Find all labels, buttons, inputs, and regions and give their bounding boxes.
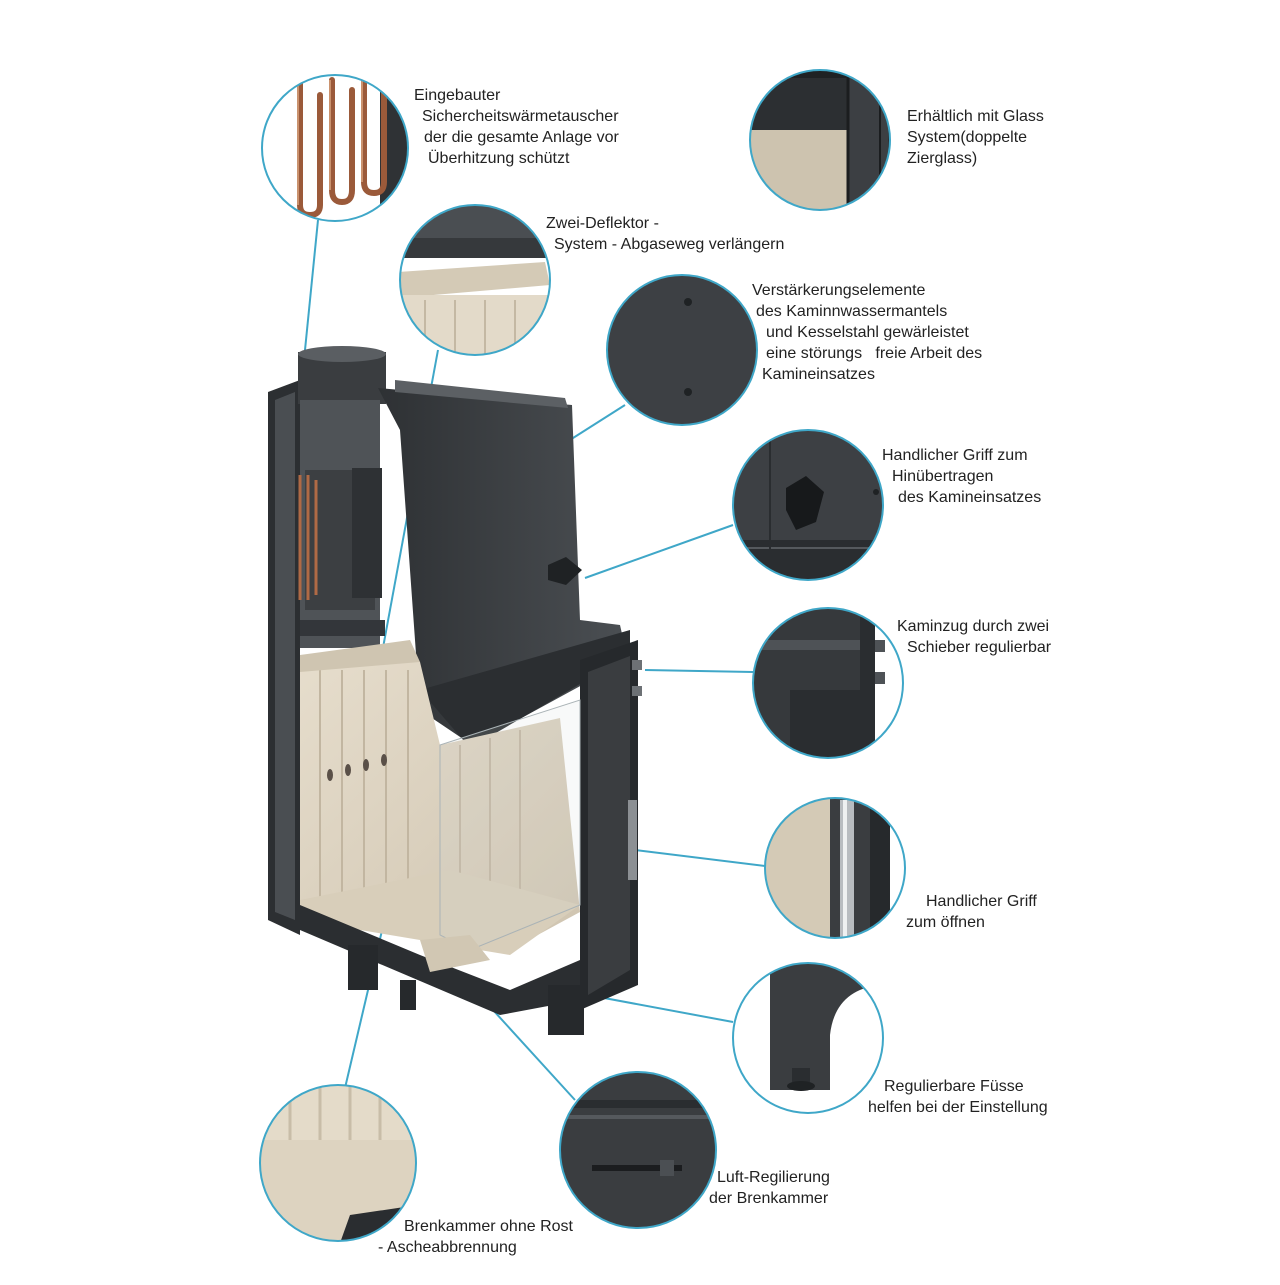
steel-plate-icon	[607, 275, 757, 425]
label-line: der die gesamte Anlage vor	[424, 129, 619, 146]
label-line: Sichercheitswärmetauscher	[422, 108, 619, 125]
label-line: Überhitzung schützt	[428, 150, 570, 167]
label-line: Eingebauter	[414, 87, 501, 104]
air-holes	[327, 754, 387, 781]
label-draft-control: Kaminzug durch zwei Schieber regulierbar	[897, 616, 1051, 658]
label-line: Kaminzug durch zwei	[897, 618, 1050, 635]
label-line: helfen bei der Einstellung	[868, 1099, 1048, 1116]
connector-air-regulation	[492, 1009, 576, 1101]
label-line: Handlicher Griff zum	[882, 447, 1028, 464]
label-line: der Brenkammer	[709, 1190, 829, 1207]
label-line: Brenkammer ohne Rost	[404, 1218, 573, 1235]
door-handle-icon	[765, 798, 905, 938]
label-reinforcement: Verstärkerungselemente des Kaminnwasserm…	[752, 280, 982, 385]
connector-feet	[587, 994, 734, 1023]
label-line: und Kesselstahl gewärleistet	[766, 324, 969, 341]
leg-left	[348, 945, 378, 990]
label-line: des Kamineinsatzes	[898, 489, 1042, 506]
label-line: des Kaminnwassermantels	[756, 303, 948, 320]
label-feet: Regulierbare Füsse helfen bei der Einste…	[868, 1076, 1048, 1118]
copper-coil	[298, 475, 318, 600]
label-air-regulation: Luft-Regilierung der Brenkammer	[709, 1167, 830, 1209]
label-line: Luft-Regilierung	[717, 1169, 830, 1186]
deflector-plate	[300, 640, 420, 672]
door-handle	[628, 800, 637, 880]
callout-air-regulation-circle	[559, 1071, 717, 1229]
copper-coil-icon	[297, 77, 387, 219]
callout-reinforcement-circle	[606, 274, 758, 426]
callout-glass-system-circle	[749, 69, 891, 211]
front-glass	[439, 699, 581, 951]
connector-carry-handle	[584, 524, 734, 579]
label-line: Schieber regulierbar	[907, 639, 1052, 656]
damper-slider-icon	[753, 608, 903, 758]
callout-heat-exchanger-circle	[261, 74, 409, 222]
label-line: - Ascheabbrennung	[378, 1239, 517, 1256]
fireplace-insert	[268, 346, 642, 1035]
label-line: Zwei-Deflektor -	[546, 215, 659, 232]
callout-carry-handle-circle	[732, 429, 884, 581]
label-line: System - Abgaseweg verlängern	[554, 236, 785, 253]
label-line: System(doppelte	[907, 129, 1028, 146]
label-line: Verstärkerungselemente	[752, 282, 926, 299]
label-deflector: Zwei-Deflektor - System - Abgaseweg verl…	[546, 213, 784, 255]
label-carry-handle: Handlicher Griff zum Hinübertragen des K…	[882, 445, 1041, 508]
label-line: Zierglass)	[907, 150, 978, 167]
label-glass-system: Erhältlich mit Glass System(doppelte Zie…	[907, 106, 1044, 169]
adjustable-foot-icon	[733, 963, 883, 1113]
leg-right	[548, 985, 584, 1035]
label-line: Kamineinsatzes	[762, 366, 875, 383]
label-heat-exchanger: Eingebauter Sichercheitswärmetauscher de…	[414, 85, 619, 169]
label-line: zum öffnen	[906, 914, 985, 931]
connector-draft-control	[644, 669, 754, 673]
label-line: Handlicher Griff	[926, 893, 1037, 910]
connector-door-handle	[634, 849, 766, 867]
label-door-handle: Handlicher Griff zum öffnen	[906, 891, 1037, 933]
label-line: eine störungs freie Arbeit des	[766, 345, 983, 362]
callout-feet-circle	[732, 962, 884, 1114]
label-line: Hinübertragen	[892, 468, 994, 485]
carry-knob	[548, 557, 582, 585]
callout-deflector-circle	[399, 204, 551, 356]
label-line: Regulierbare Füsse	[884, 1078, 1024, 1095]
callout-draft-control-circle	[752, 607, 904, 759]
callout-door-handle-circle	[764, 797, 906, 939]
air-slider-icon	[560, 1072, 716, 1228]
label-line: Erhältlich mit Glass	[907, 108, 1044, 125]
label-firebox: Brenkammer ohne Rost - Ascheabbrennung	[378, 1216, 573, 1258]
connector-firebox	[344, 904, 389, 1089]
deflector-icon	[400, 205, 550, 355]
